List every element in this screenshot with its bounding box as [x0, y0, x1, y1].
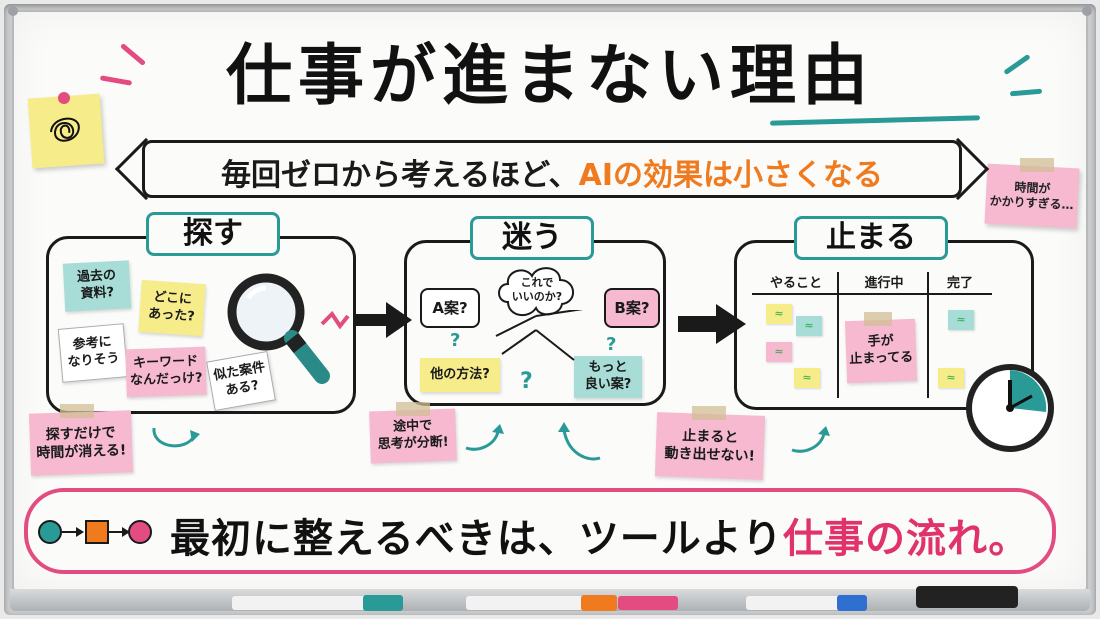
mini-card: ≈: [948, 310, 974, 330]
conclusion-accent: 仕事の流れ。: [783, 516, 1030, 562]
tape: [396, 402, 430, 416]
orange-marker[interactable]: [466, 595, 617, 611]
kanban-board: [752, 272, 992, 398]
column-todo: やること: [769, 276, 822, 291]
mini-card: ≈: [938, 368, 964, 388]
pink-marker[interactable]: [618, 596, 678, 610]
tape: [1020, 158, 1054, 172]
stuck-note: 手が 止まってる: [844, 318, 918, 384]
problem-note-hesitate: 途中で 思考が分断!: [369, 408, 457, 464]
conclusion-banner: [24, 488, 1056, 574]
thought-cloud-icon: [498, 267, 574, 317]
curl-arrow-icon: [791, 426, 830, 453]
column-in-progress: 進行中: [864, 276, 904, 291]
thought-text: これで いいのか?: [511, 275, 563, 303]
svg-text:?: ?: [520, 369, 533, 394]
magnifier-icon: [227, 273, 330, 384]
curl-arrow-icon: [558, 422, 601, 461]
tape: [864, 312, 892, 326]
option-better: もっと 良い案?: [574, 356, 642, 398]
flow-arrow-2: [678, 304, 746, 344]
problem-note-search: 探すだけで 時間が消える!: [28, 410, 134, 476]
flow-diagram-icon: [38, 520, 152, 544]
bolt-icon: [1082, 6, 1092, 16]
section-label-search: 探す: [146, 212, 280, 256]
branch-arrows: ? ? ?: [450, 310, 616, 394]
mini-card: ≈: [796, 316, 822, 336]
mini-card: ≈: [766, 304, 792, 324]
conclusion: 最初に整えるべきは、ツールより仕事の流れ。: [170, 506, 1029, 564]
flow-arrow-1: [320, 302, 412, 338]
teal-marker[interactable]: [232, 595, 403, 611]
curl-arrow-icon: [465, 424, 504, 451]
column-done: 完了: [946, 276, 973, 291]
option-a: A案?: [420, 288, 480, 328]
section-label-hesitate: 迷う: [470, 216, 594, 260]
tape: [60, 404, 94, 418]
note-past-docs: 過去の 資料?: [62, 260, 132, 312]
clock-icon: [966, 364, 1054, 452]
conclusion-part1: 最初に整えるべきは、ツールより: [170, 516, 783, 562]
subtitle-part1: 毎回ゼロから考えるほど、: [221, 158, 579, 193]
tape: [692, 406, 726, 420]
svg-text:?: ?: [450, 330, 460, 351]
mini-card: ≈: [766, 342, 792, 362]
tangle-icon: [50, 117, 80, 142]
subtitle-accent: AIの効果は小さくなる: [578, 158, 883, 193]
option-b: B案?: [604, 288, 660, 328]
note-where: どこに あった?: [138, 279, 206, 337]
note-reference: 参考に なりそう: [57, 323, 129, 383]
subtitle-banner: [142, 140, 962, 198]
option-other: 他の方法?: [420, 358, 500, 392]
mini-card: ≈: [794, 368, 820, 388]
page-title: 仕事が進まない理由: [226, 37, 874, 114]
curl-arrow-icon: [152, 427, 200, 448]
problem-note-stop: 止まると 動き出せない!: [654, 412, 766, 480]
section-label-stop: 止まる: [794, 216, 948, 260]
pin-icon: [58, 92, 70, 104]
bolt-icon: [8, 6, 18, 16]
blue-marker[interactable]: [746, 595, 867, 611]
note-keyword: キーワード なんだっけ?: [125, 346, 207, 398]
subtitle: 毎回ゼロから考えるほど、AIの効果は小さくなる: [142, 150, 962, 194]
svg-text:?: ?: [606, 334, 616, 355]
corner-sticky: 時間が かかりすぎる…: [984, 163, 1080, 229]
tangle-sticky: [27, 93, 105, 169]
eraser[interactable]: [916, 586, 1018, 608]
